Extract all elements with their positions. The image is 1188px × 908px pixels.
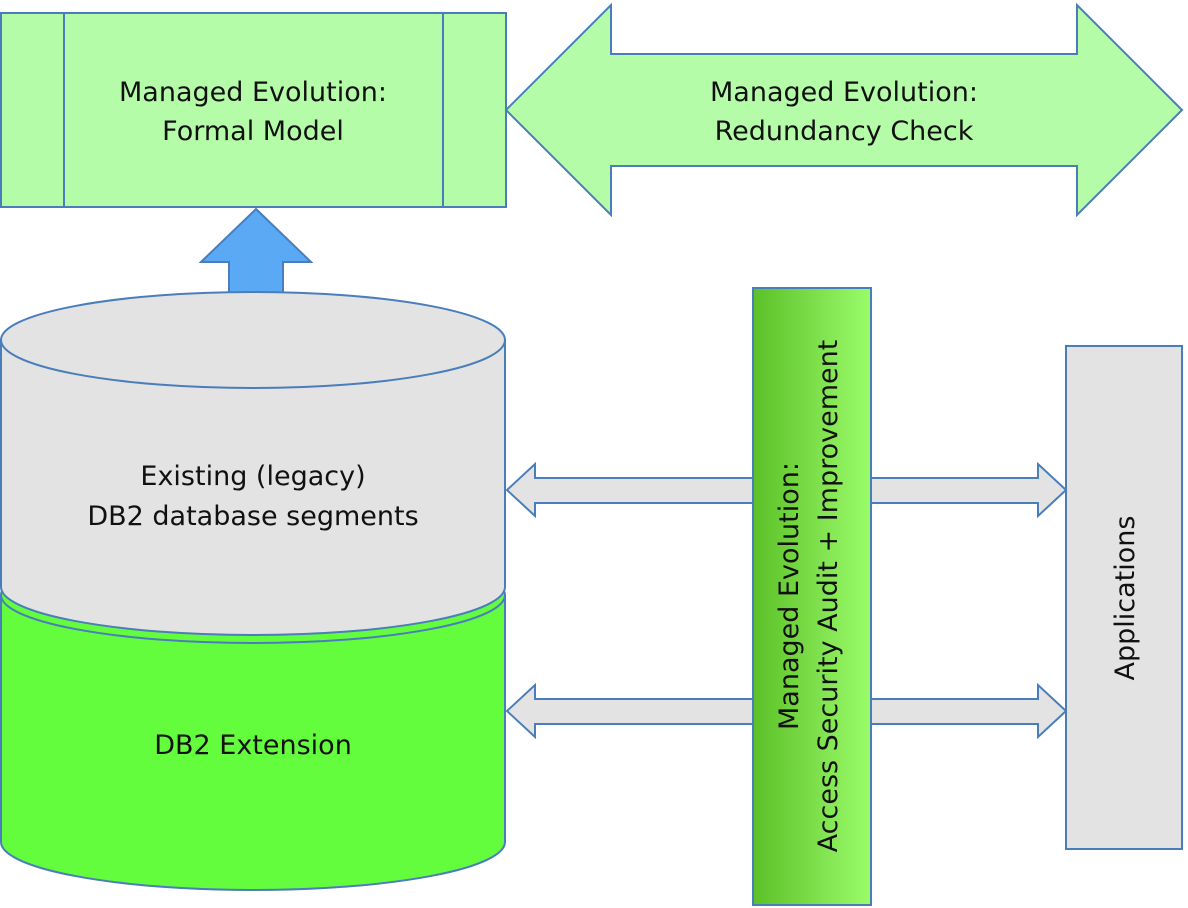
db2-extension-label: DB2 Extension — [154, 730, 352, 761]
redundancy-check-arrow: Managed Evolution: Redundancy Check — [504, 2, 1184, 218]
applications-label: Applications — [1110, 516, 1141, 681]
security-audit-bar: Managed Evolution: Access Security Audit… — [752, 287, 872, 906]
formal-model-box: Managed Evolution: Formal Model — [0, 12, 507, 208]
formal-model-line1: Managed Evolution: — [119, 77, 387, 108]
legacy-db-line1: Existing (legacy) — [140, 461, 365, 492]
security-audit-line1: Managed Evolution: — [774, 462, 805, 730]
applications-box: Applications — [1065, 345, 1183, 850]
security-audit-line2: Access Security Audit + Improvement — [813, 340, 844, 853]
formal-model-line2: Formal Model — [162, 116, 344, 147]
legacy-db-cylinder: Existing (legacy) DB2 database segments — [0, 291, 506, 636]
redundancy-check-line1: Managed Evolution: — [710, 77, 978, 108]
legacy-db-line2: DB2 database segments — [87, 501, 418, 532]
redundancy-check-line2: Redundancy Check — [715, 116, 974, 147]
